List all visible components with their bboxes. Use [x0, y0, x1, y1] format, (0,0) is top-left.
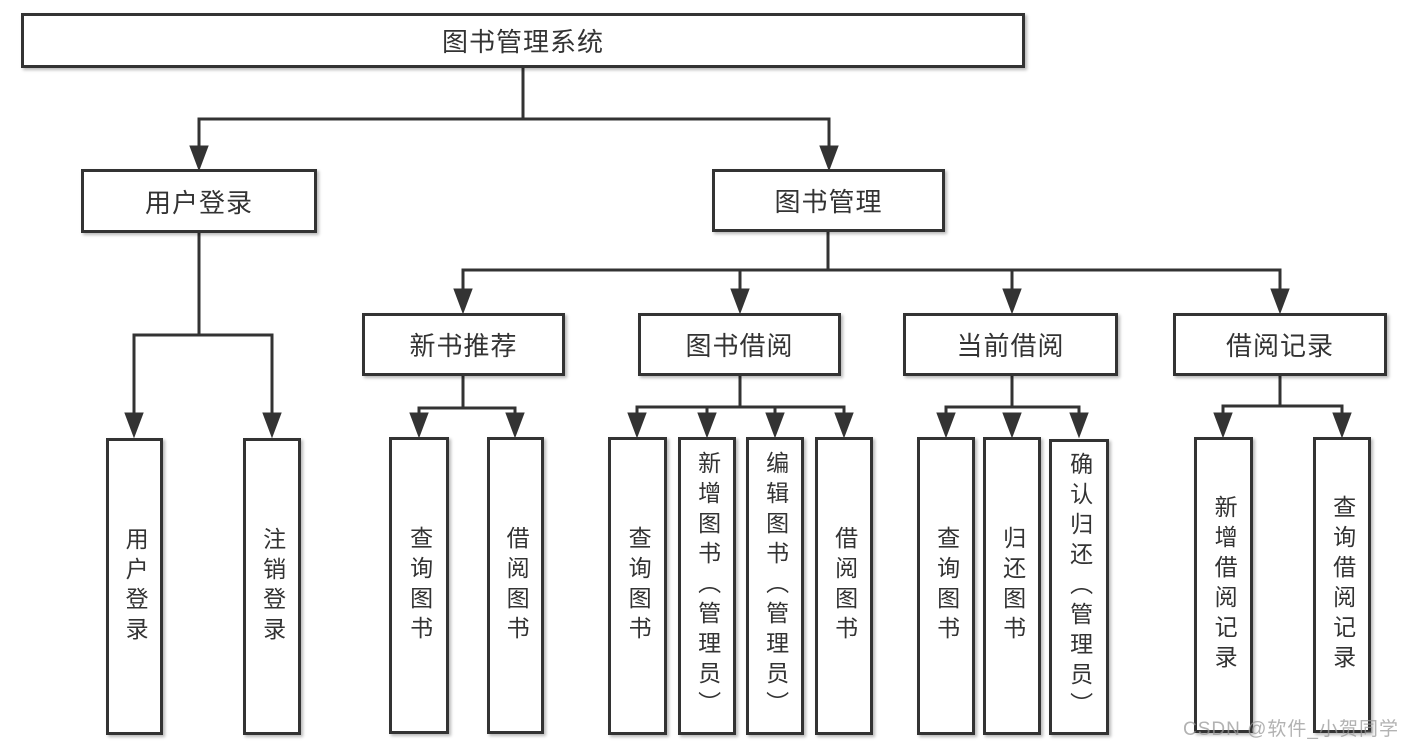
node-leaf-br-query-record-label: 查询借阅记录 — [1329, 495, 1356, 675]
node-borrow-record-label: 借阅记录 — [1225, 331, 1334, 361]
node-leaf-bb-edit-book-label: 编辑图书（管理员） — [762, 451, 789, 721]
node-leaf-bb-borrow-book: 借阅图书 — [815, 437, 873, 735]
node-book-mgmt: 图书管理 — [712, 169, 945, 232]
node-leaf-bb-add-book-label: 新增图书（管理员） — [694, 451, 721, 721]
connector-borrow-record-branch — [1213, 374, 1352, 439]
node-current-borrow-label: 当前借阅 — [956, 331, 1065, 361]
node-book-borrow-label: 图书借阅 — [685, 331, 794, 361]
node-leaf-br-query-record: 查询借阅记录 — [1313, 437, 1371, 733]
node-leaf-nb-query-book: 查询图书 — [389, 437, 449, 734]
node-root-label: 图书管理系统 — [441, 27, 604, 57]
node-leaf-nb-borrow-book-label: 借阅图书 — [503, 525, 530, 646]
node-book-mgmt-label: 图书管理 — [774, 187, 883, 217]
node-leaf-logout: 注销登录 — [243, 438, 301, 735]
connector-user-login-branch — [124, 231, 282, 439]
node-user-login-label: 用户登录 — [144, 187, 253, 218]
node-current-borrow: 当前借阅 — [903, 313, 1118, 376]
node-root: 图书管理系统 — [21, 13, 1025, 68]
node-leaf-user-login: 用户登录 — [106, 438, 163, 735]
connector-book-mgmt-to-level3 — [453, 230, 1290, 315]
node-leaf-cb-confirm-return: 确认归还（管理员） — [1049, 439, 1109, 735]
connector-book-borrow-branch — [627, 374, 854, 439]
csdn-watermark: CSDN @软件_小贺同学 — [1183, 719, 1399, 740]
node-leaf-nb-query-book-label: 查询图书 — [406, 525, 433, 646]
node-leaf-cb-return-book: 归还图书 — [983, 437, 1041, 735]
connector-current-borrow-branch — [936, 374, 1089, 439]
node-leaf-cb-return-book-label: 归还图书 — [999, 526, 1026, 646]
node-leaf-bb-add-book: 新增图书（管理员） — [678, 437, 736, 735]
connector-root-to-level2 — [189, 66, 839, 172]
node-leaf-cb-confirm-return-label: 确认归还（管理员） — [1066, 452, 1093, 722]
node-new-book-rec: 新书推荐 — [362, 313, 565, 376]
node-new-book-rec-label: 新书推荐 — [409, 331, 518, 361]
node-leaf-nb-borrow-book: 借阅图书 — [487, 437, 544, 734]
node-leaf-br-add-record: 新增借阅记录 — [1194, 437, 1253, 733]
node-borrow-record: 借阅记录 — [1173, 313, 1387, 376]
connector-new-book-rec-branch — [409, 374, 525, 439]
node-leaf-cb-query-book-label: 查询图书 — [933, 526, 960, 646]
node-leaf-bb-edit-book: 编辑图书（管理员） — [746, 437, 804, 735]
node-leaf-br-add-record-label: 新增借阅记录 — [1211, 495, 1238, 675]
node-leaf-bb-borrow-book-label: 借阅图书 — [831, 526, 858, 646]
node-leaf-logout-label: 注销登录 — [259, 526, 286, 647]
node-leaf-cb-query-book: 查询图书 — [917, 437, 975, 735]
node-user-login: 用户登录 — [81, 169, 317, 233]
node-leaf-bb-query-book: 查询图书 — [608, 437, 667, 735]
node-leaf-user-login-label: 用户登录 — [122, 526, 149, 647]
node-leaf-bb-query-book-label: 查询图书 — [625, 526, 652, 646]
node-book-borrow: 图书借阅 — [638, 313, 841, 376]
